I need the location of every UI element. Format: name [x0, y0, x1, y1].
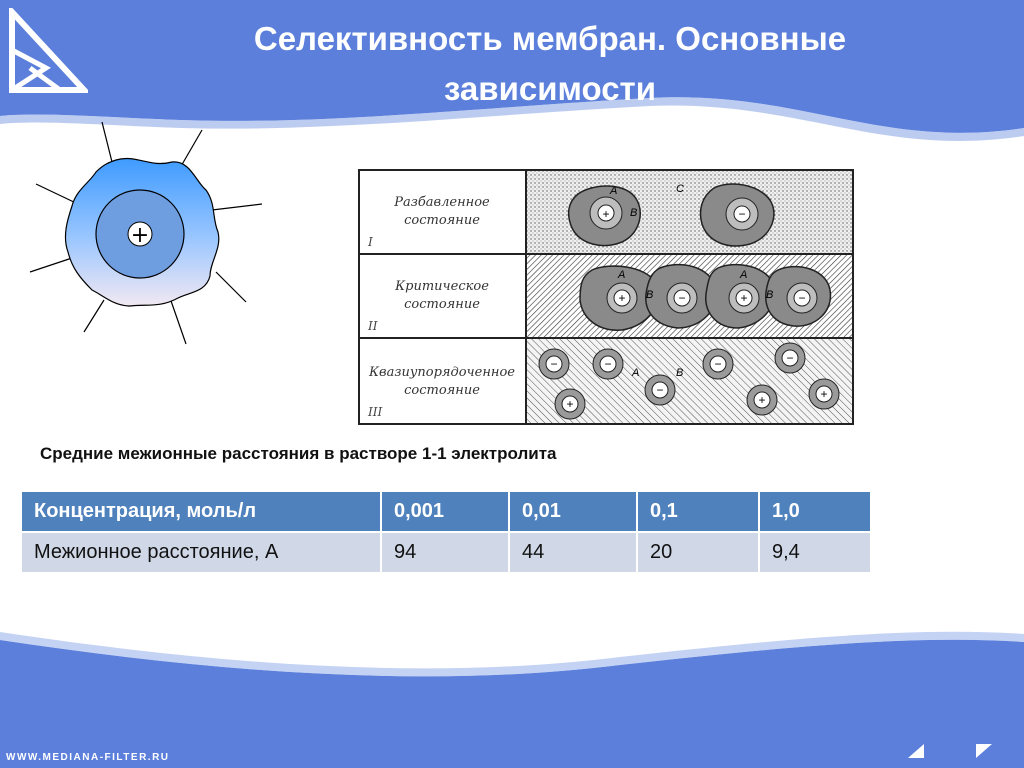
label-c-1: C — [676, 183, 684, 195]
row-cell: 44 — [508, 531, 638, 574]
header-cell: 0,001 — [380, 490, 510, 533]
svg-text:+: + — [602, 207, 609, 221]
table-caption: Средние межионные расстояния в растворе … — [40, 444, 557, 463]
slide-title: Селективность мембран. Основные зависимо… — [200, 14, 900, 114]
label-b-2: B — [646, 289, 653, 301]
svg-text:−: − — [798, 291, 805, 305]
svg-text:−: − — [714, 357, 721, 371]
header-cell: 0,01 — [508, 490, 638, 533]
state-1-label-line1: Разбавленное — [393, 195, 490, 210]
svg-text:−: − — [550, 357, 557, 371]
label-b-1: B — [630, 207, 637, 219]
svg-text:+: + — [740, 291, 747, 305]
svg-text:−: − — [604, 357, 611, 371]
table-header-row: Концентрация, моль/л 0,001 0,01 0,1 1,0 — [20, 490, 872, 533]
header-cell: Концентрация, моль/л — [20, 490, 382, 533]
ion-states-diagram: + − A B C + − + − A B A B − − + − — [358, 169, 854, 425]
header-cell: 0,1 — [636, 490, 760, 533]
nav-next-icon[interactable] — [974, 742, 994, 760]
header-cell: 1,0 — [758, 490, 872, 533]
svg-text:−: − — [678, 291, 685, 305]
state-3-numeral: III — [367, 405, 382, 419]
solvated-cation-icon: + — [29, 121, 263, 345]
svg-text:+: + — [820, 387, 827, 401]
label-a-4: A — [631, 367, 639, 379]
svg-text:−: − — [786, 351, 793, 365]
nav-previous-icon[interactable] — [906, 742, 926, 760]
state-2-numeral: II — [367, 319, 378, 333]
label-b-3: B — [766, 289, 773, 301]
svg-text:−: − — [656, 383, 663, 397]
state-1-label-line2: состояние — [404, 213, 480, 228]
table-row: Межионное расстояние, А 94 44 20 9,4 — [20, 531, 872, 574]
interionic-distance-table: Концентрация, моль/л 0,001 0,01 0,1 1,0 … — [20, 490, 872, 574]
svg-text:+: + — [618, 291, 625, 305]
svg-text:+: + — [758, 393, 765, 407]
label-a-1: A — [609, 185, 617, 197]
label-a-3: A — [739, 269, 747, 281]
state-1-numeral: I — [367, 235, 373, 249]
logo-triangle-icon — [9, 8, 88, 93]
label-a-2: A — [617, 269, 625, 281]
row-cell: 20 — [636, 531, 760, 574]
title-line-1: Селективность мембран. Основные — [253, 20, 847, 57]
footer-url: WWW.MEDIANA-FILTER.RU — [6, 752, 170, 763]
row-cell: 94 — [380, 531, 510, 574]
state-3-label-line2: состояние — [404, 383, 480, 398]
center-ion-sign: + — [131, 223, 149, 248]
row-cell: 9,4 — [758, 531, 872, 574]
svg-text:−: − — [738, 207, 745, 221]
row-cell: Межионное расстояние, А — [20, 531, 382, 574]
state-2-label-line2: состояние — [404, 297, 480, 312]
state-2-label-line1: Критическое — [394, 279, 489, 294]
title-line-2: зависимости — [443, 70, 657, 107]
state-3-label-line1: Квазиупорядоченное — [368, 365, 515, 380]
svg-text:+: + — [566, 397, 573, 411]
label-b-4: B — [676, 367, 683, 379]
